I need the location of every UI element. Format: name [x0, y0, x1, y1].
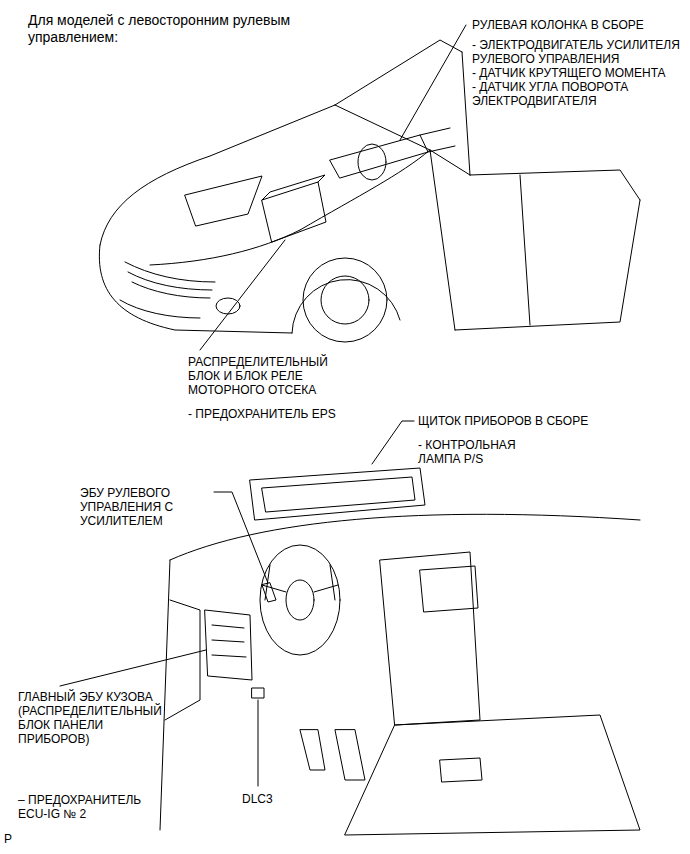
leader-lines: [60, 25, 466, 786]
callout-label: ГЛАВНЫЙ ЭБУ КУЗОВА (РАСПРЕДЕЛИТЕЛЬНЫЙ БЛ…: [18, 690, 168, 746]
callout-label: ЩИТОК ПРИБОРОВ В СБОРЕ: [418, 414, 638, 428]
callout-label: РАСПРЕДЕЛИТЕЛЬНЫЙ БЛОК И БЛОК РЕЛЕ МОТОР…: [188, 355, 363, 397]
callout-label: ЭБУ РУЛЕВОГО УПРАВЛЕНИЯ С УСИЛИТЕЛЕМ: [80, 486, 210, 528]
callout-label: DLC3: [242, 792, 302, 806]
callout-label: - ДАТЧИК УГЛА ПОВОРОТА ЭЛЕКТРОДВИГАТЕЛЯ: [472, 80, 682, 108]
callout-label: - ЭЛЕКТРОДВИГАТЕЛЬ УСИЛИТЕЛЯ РУЛЕВОГО УП…: [472, 38, 682, 66]
callout-label: - ПРЕДОХРАНИТЕЛЬ EPS: [188, 407, 388, 421]
steering-column-part: [330, 128, 455, 180]
diagram-title: Для моделей с левосторонним рулевым упра…: [28, 12, 338, 46]
callout-label: - КОНТРОЛЬНАЯ ЛАМПА P/S: [418, 438, 558, 466]
relay-box-part: [262, 175, 326, 242]
callout-label: – ПРЕДОХРАНИТЕЛЬ ECU-IG № 2: [18, 793, 158, 821]
callout-label: РУЛЕВАЯ КОЛОНКА В СБОРЕ: [472, 18, 682, 32]
callout-label: - ДАТЧИК КРУТЯЩЕГО МОМЕНТА: [472, 66, 682, 80]
callout-label: P: [4, 832, 24, 846]
dashboard: [160, 468, 640, 835]
